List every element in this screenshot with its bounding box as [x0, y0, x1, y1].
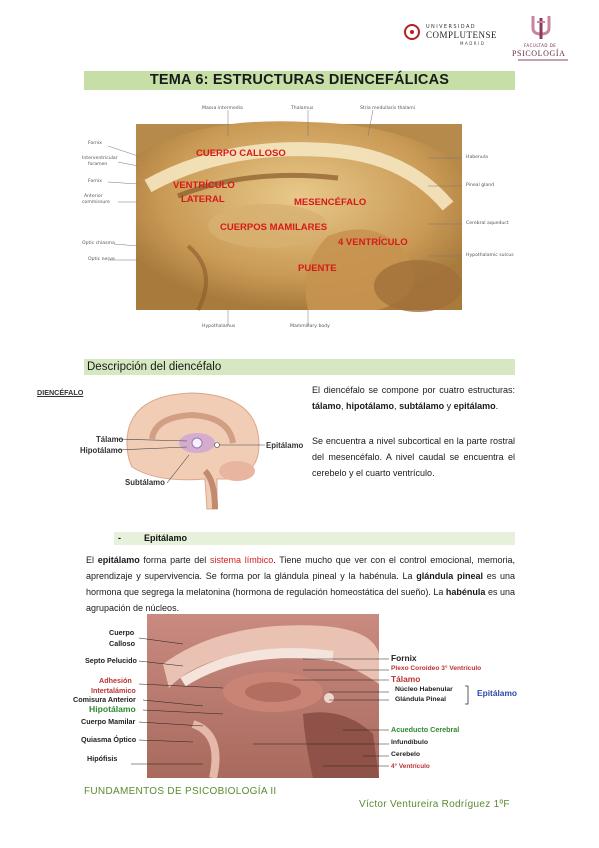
term-talamo: tálamo	[312, 401, 342, 411]
paragraph-epitalamo: El epitálamo forma parte del sistema lím…	[86, 552, 515, 616]
text: y	[444, 401, 454, 411]
label-massa-intermedia: Massa intermedia	[202, 106, 243, 111]
fig3-label-nucleo: Núcleo Habenular	[395, 686, 453, 693]
epithalamus-figure: Cuerpo Calloso Septo Pelucido Adhesión I…	[73, 614, 525, 778]
term-glandula-pineal: glándula pineal	[416, 571, 483, 581]
fig3-label-cerebelo: Cerebelo	[391, 751, 421, 758]
term-epitalamo: epitálamo	[97, 555, 140, 565]
text: ,	[341, 401, 347, 411]
fig3-label-adhesion: Adhesión	[99, 676, 132, 685]
label-stria: Stria medullaris thalami	[360, 106, 416, 111]
label-hypothalamus: Hypothalamus	[202, 324, 236, 329]
text: es una agrupación de núcleos.	[86, 587, 515, 613]
diagram-label-hipotalamo: Hipotálamo	[80, 446, 123, 455]
overlay-mesencefalo: MESENCÉFALO	[294, 197, 367, 208]
fig3-label-4-ventriculo: 4° Ventrículo	[391, 763, 430, 770]
term-sistema-limbico: sistema límbico	[210, 555, 274, 565]
fig3-label-hipotalamo: Hipotálamo	[89, 704, 136, 714]
label-interventricular: Interventricular	[82, 156, 118, 161]
label-commissure: commissure	[82, 200, 110, 205]
term-hipotalamo: hipotálamo	[346, 401, 395, 411]
paragraph-diencefalo-structures: El diencéfalo se compone por cuatro estr…	[312, 382, 515, 414]
diencephalon-drawing	[116, 392, 265, 510]
text: ,	[394, 401, 400, 411]
fig3-label-talamo: Tálamo	[391, 674, 421, 684]
psychology-logo-faculty: FACULTAD DE	[524, 43, 557, 48]
subsection-bullet: -	[118, 533, 121, 543]
page-title: TEMA 6: ESTRUCTURAS DIENCEFÁLICAS	[149, 72, 450, 88]
term-subtalamo: subtálamo	[399, 401, 445, 411]
label-fornix-2: Fornix	[88, 179, 103, 184]
fig3-label-quiasma: Quiasma Óptico	[81, 735, 137, 744]
fig3-label-plexo: Plexo Coroideo 3° Ventrículo	[391, 665, 482, 672]
overlay-puente: PUENTE	[298, 263, 337, 274]
text: . Tiene mucho que ver con el control emo…	[86, 555, 515, 581]
footer-course: FUNDAMENTOS DE PSICOBIOLOGÍA II	[84, 786, 277, 797]
diagram-title: DIENCÉFALO	[37, 388, 84, 397]
diagram-label-subtalamo: Subtálamo	[125, 478, 165, 487]
fig3-label-epitalamo: Epitálamo	[477, 688, 518, 698]
footer-author: Víctor Ventureira Rodríguez 1ºF	[359, 799, 510, 810]
ucm-logo: UNIVERSIDAD COMPLUTENSE MADRID	[404, 24, 498, 46]
fig3-label-acueducto: Acueducto Cerebral	[391, 725, 460, 734]
overlay-cuerpo-calloso: CUERPO CALLOSO	[196, 148, 286, 159]
sagittal-brain-figure: Massa intermedia Thalamus Stria medullar…	[78, 96, 518, 336]
fig3-label-fornix: Fornix	[391, 653, 417, 663]
fig3-label-infundibulo: Infundíbulo	[391, 739, 428, 746]
label-anterior: Anterior	[84, 194, 103, 199]
subsection-header: - Epitálamo	[114, 532, 515, 545]
psychology-mark-icon	[531, 16, 551, 39]
section-title: Descripción del diencéfalo	[87, 361, 222, 373]
fig3-label-cuerpo: Cuerpo	[109, 628, 135, 637]
text: es una hormona que segrega la melatonina…	[86, 571, 515, 597]
term-habenula: habénula	[445, 587, 486, 597]
label-aqueduct: Cerebral aqueduct	[466, 221, 509, 226]
ucm-logo-name: COMPLUTENSE	[426, 30, 498, 40]
label-thalamus: Thalamus	[291, 106, 314, 111]
label-optic-nerve: Optic nerve	[88, 257, 115, 262]
overlay-lateral: LATERAL	[181, 194, 225, 205]
sagittal-brain-photo	[107, 109, 462, 326]
overlay-ventriculo: VENTRÍCULO	[173, 180, 235, 191]
subsection-title: Epitálamo	[144, 533, 188, 543]
fig3-label-hipofisis: Hipófisis	[87, 754, 118, 763]
diagram-label-epitalamo: Epitálamo	[266, 441, 304, 450]
ucm-seal-icon	[404, 24, 420, 40]
fig3-label-comisura: Comisura Anterior	[73, 695, 136, 704]
label-habenula: Habenula	[466, 155, 488, 160]
label-foramen: foramen	[88, 162, 108, 167]
paragraph-diencefalo-location: Se encuentra a nivel subcortical en la p…	[312, 436, 515, 478]
overlay-cuarto-ventriculo: 4 VENTRÍCULO	[338, 237, 408, 248]
label-sulcus: Hypothalamic sulcus	[466, 253, 514, 258]
brain-section-drawing	[131, 614, 469, 778]
text: forma parte del	[139, 555, 210, 565]
term-epitalamo: epitálamo	[453, 401, 496, 411]
label-optic-chiasma: Optic chiasma	[82, 241, 115, 246]
psychology-faculty-logo: FACULTAD DE PSICOLOGÍA	[512, 14, 572, 64]
fig3-label-septo: Septo Pelucido	[85, 656, 137, 665]
fig3-label-intertalamico: Intertalámico	[91, 686, 136, 695]
section-header: Descripción del diencéfalo	[84, 359, 515, 375]
ucm-logo-city: MADRID	[460, 41, 486, 46]
fig3-label-calloso: Calloso	[109, 639, 135, 648]
label-mammillary: Mammillary body	[290, 324, 330, 329]
psychology-logo-name: PSICOLOGÍA	[512, 49, 566, 58]
page-title-bar: TEMA 6: ESTRUCTURAS DIENCEFÁLICAS	[84, 71, 515, 90]
overlay-cuerpos-mamilares: CUERPOS MAMILARES	[220, 222, 328, 233]
psychology-logo-underline	[518, 59, 568, 61]
diagram-label-talamo: Tálamo	[96, 435, 124, 444]
label-fornix-1: Fornix	[88, 141, 103, 146]
text: .	[495, 401, 499, 411]
fig3-label-mamilar: Cuerpo Mamilar	[81, 717, 136, 726]
ucm-logo-top: UNIVERSIDAD	[426, 24, 477, 30]
diencephalon-diagram: DIENCÉFALO Tálamo Hipotálamo Subtálamo E…	[37, 383, 303, 513]
text: El diencéfalo se compone por cuatro estr…	[312, 385, 515, 395]
text: El	[86, 555, 98, 565]
label-pineal: Pineal gland	[466, 183, 495, 188]
fig3-label-glandula: Glándula Pineal	[395, 696, 446, 703]
